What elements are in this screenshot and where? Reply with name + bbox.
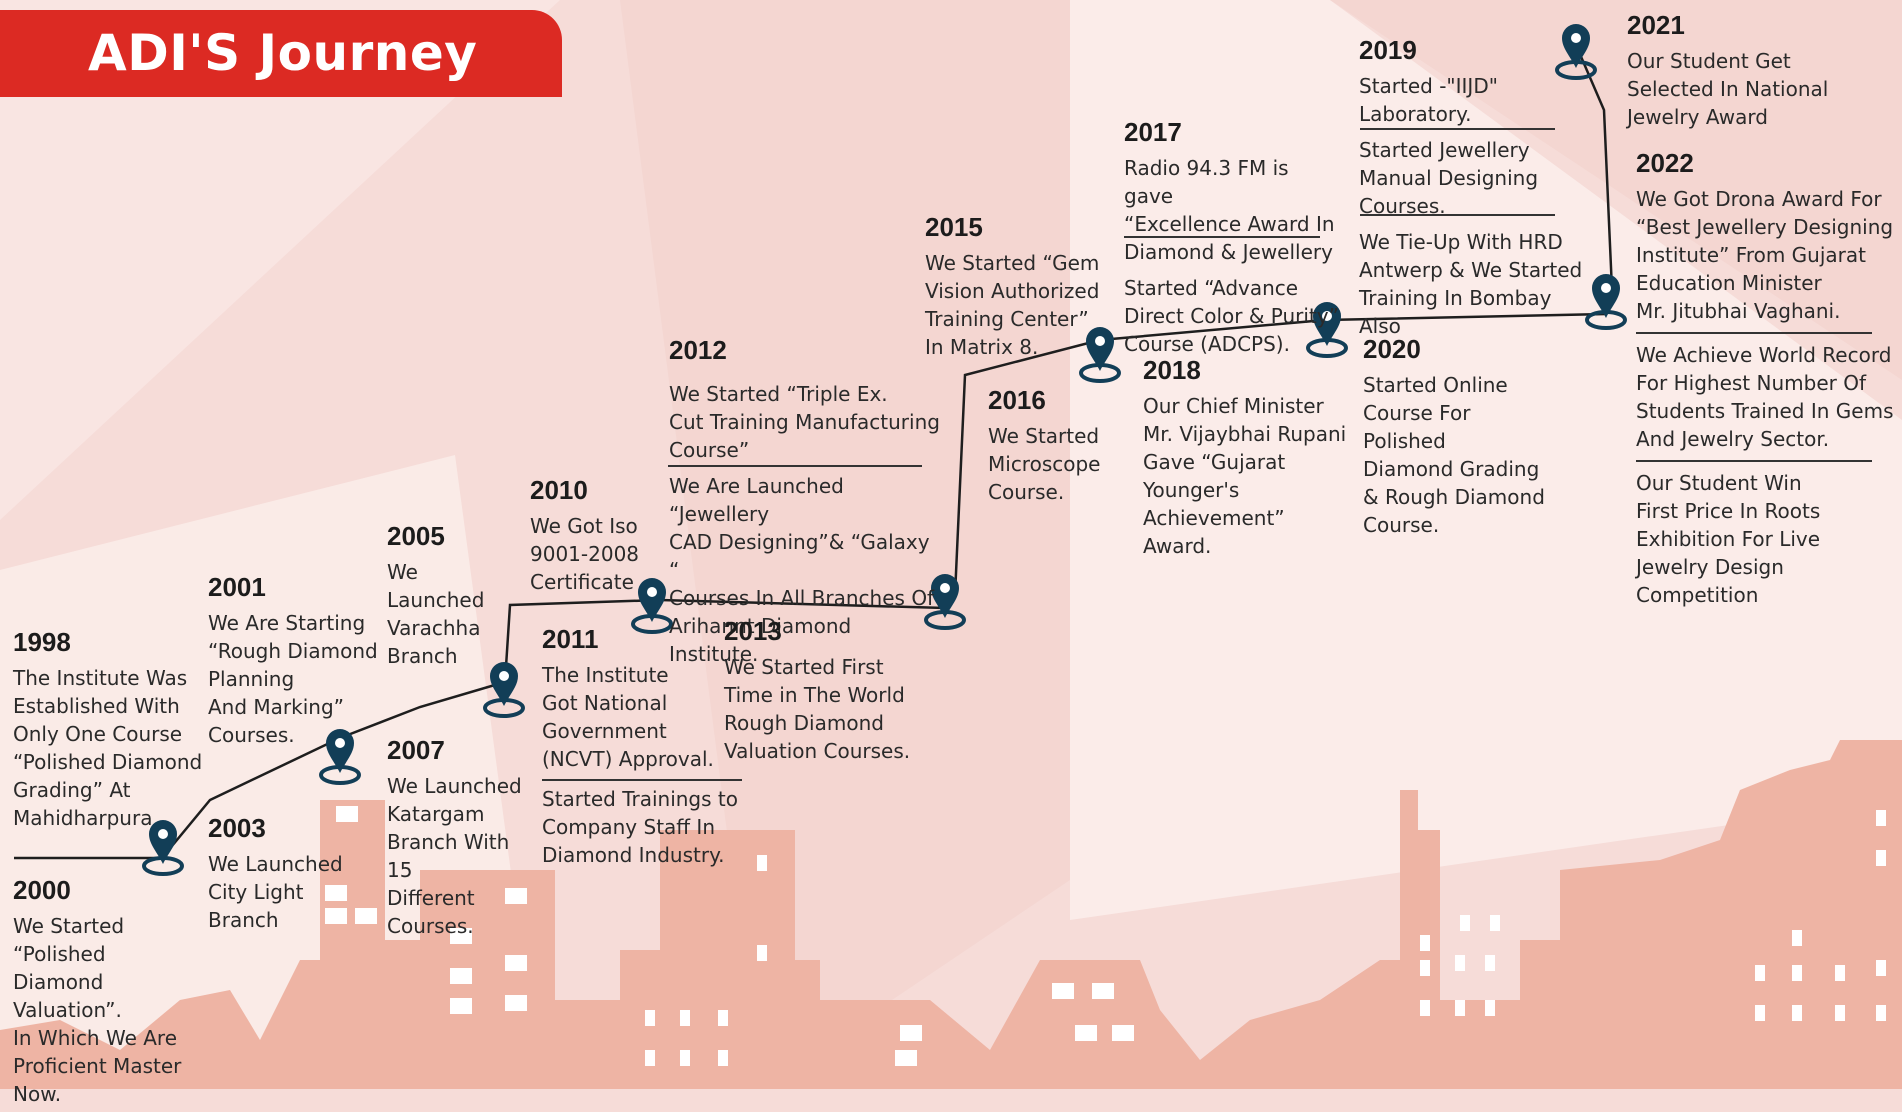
map-pin-icon <box>319 729 361 785</box>
event-2013: 2013 We Started First Time in The World … <box>724 615 924 769</box>
event-2016: 2016 We Started Microscope Course. <box>988 384 1118 510</box>
event-2021: 2021 Our Student Get Selected In Nationa… <box>1627 9 1847 135</box>
event-year: 2005 <box>387 521 445 551</box>
event-year: 2021 <box>1627 10 1685 40</box>
map-pin-icon <box>1585 274 1627 330</box>
event-text: Radio 94.3 FM is gave “Excellence Award … <box>1124 156 1335 264</box>
event-text: Our Student Get Selected In National Jew… <box>1627 49 1829 129</box>
light-ray <box>1070 0 1902 920</box>
map-pin-icon <box>483 662 525 718</box>
event-text: We Achieve World Record For Highest Numb… <box>1636 343 1894 451</box>
event-2000: 2000 We Started “Polished Diamond Valuat… <box>13 874 213 1112</box>
event-text: We Started “Triple Ex. Cut Training Manu… <box>669 382 940 462</box>
timeline-markers <box>142 24 1627 876</box>
event-text: We Started First Time in The World Rough… <box>724 655 911 763</box>
map-pin-icon <box>924 574 966 630</box>
event-text: We Launched Katargam Branch With 15 Diff… <box>387 774 522 938</box>
building-windows <box>325 806 1886 1066</box>
event-text: We Are Launched “Jewellery CAD Designing… <box>669 474 935 666</box>
event-2011: 2011 The Institute Got National Governme… <box>542 623 742 873</box>
event-year: 2013 <box>724 616 782 646</box>
event-text: Our Chief Minister Mr. Vijaybhai Rupani … <box>1143 394 1347 558</box>
event-2020: 2020 Started Online Course For Polished … <box>1363 333 1563 543</box>
event-year: 2020 <box>1363 334 1421 364</box>
map-pin-icon <box>631 578 673 634</box>
event-year: 2015 <box>925 212 983 242</box>
map-pin-icon <box>1079 327 1121 383</box>
event-year: 1998 <box>13 627 71 657</box>
background-scene <box>0 0 1902 1089</box>
event-text: Started -"IIJD" Laboratory. <box>1359 74 1498 126</box>
event-2015: 2015 We Started “Gem Vision Authorized T… <box>925 211 1115 365</box>
event-2012: 2012 We Started “Triple Ex. Cut Training… <box>669 334 944 672</box>
event-2017: 2017 Radio 94.3 FM is gave “Excellence A… <box>1124 116 1339 362</box>
event-2022: 2022 We Got Drona Award For “Best Jewell… <box>1636 147 1898 613</box>
event-year: 2016 <box>988 385 1046 415</box>
event-text: Started Jewellery Manual Designing Cours… <box>1359 138 1539 218</box>
event-year: 2022 <box>1636 148 1694 178</box>
event-text: We Got Drona Award For “Best Jewellery D… <box>1636 187 1894 323</box>
map-pin-icon <box>142 820 184 876</box>
event-year: 2003 <box>208 813 266 843</box>
event-1998: 1998 The Institute Was Established With … <box>13 626 213 836</box>
event-text: The Institute Was Established With Only … <box>13 666 203 830</box>
title-banner: ADI'S Journey <box>0 10 562 97</box>
event-2018: 2018 Our Chief Minister Mr. Vijaybhai Ru… <box>1143 354 1353 564</box>
event-text: We Started Microscope Course. <box>988 424 1101 504</box>
event-2005: 2005 We Launched Varachha Branch <box>387 520 507 674</box>
event-text: Started Online Course For Polished Diamo… <box>1363 373 1545 537</box>
event-text: We Started “Polished Diamond Valuation”.… <box>13 914 182 1106</box>
map-pin-icon <box>1306 302 1348 358</box>
light-ray <box>620 0 1070 1089</box>
event-text: Our Student Win First Price In Roots Exh… <box>1636 471 1821 607</box>
event-year: 2007 <box>387 735 445 765</box>
event-text: We Started “Gem Vision Authorized Traini… <box>925 251 1100 359</box>
event-year: 2011 <box>542 624 599 654</box>
event-text: Started Trainings to Company Staff In Di… <box>542 779 742 873</box>
event-text: We Tie-Up With HRD Antwerp & We Started … <box>1359 230 1583 338</box>
event-year: 2017 <box>1124 117 1182 147</box>
event-year: 2000 <box>13 875 71 905</box>
event-2007: 2007 We Launched Katargam Branch With 15… <box>387 734 537 944</box>
event-2010: 2010 We Got Iso 9001-2008 Certificate <box>530 474 660 600</box>
event-2003: 2003 We Launched City Light Branch <box>208 812 358 938</box>
event-text: Started “Advance Direct Color & Purity” … <box>1124 276 1339 356</box>
page-title: ADI'S Journey <box>88 24 478 82</box>
event-text: We Launched City Light Branch <box>208 852 343 932</box>
map-pin-icon <box>1555 24 1597 80</box>
event-year: 2019 <box>1359 35 1417 65</box>
event-2019: 2019 Started -"IIJD" Laboratory. Started… <box>1359 34 1599 344</box>
event-text: The Institute Got National Government (N… <box>542 663 714 771</box>
event-2001: 2001 We Are Starting “Rough Diamond Plan… <box>208 571 378 753</box>
event-text: We Are Starting “Rough Diamond Planning … <box>208 611 378 747</box>
separators <box>668 128 1872 467</box>
event-year: 2012 <box>669 335 727 365</box>
light-ray <box>1330 0 1902 380</box>
event-year: 2001 <box>208 572 266 602</box>
event-year: 2018 <box>1143 355 1201 385</box>
event-text: We Launched Varachha Branch <box>387 560 485 668</box>
light-ray <box>0 0 560 520</box>
event-text: We Got Iso 9001-2008 Certificate <box>530 514 640 594</box>
event-year: 2010 <box>530 475 588 505</box>
